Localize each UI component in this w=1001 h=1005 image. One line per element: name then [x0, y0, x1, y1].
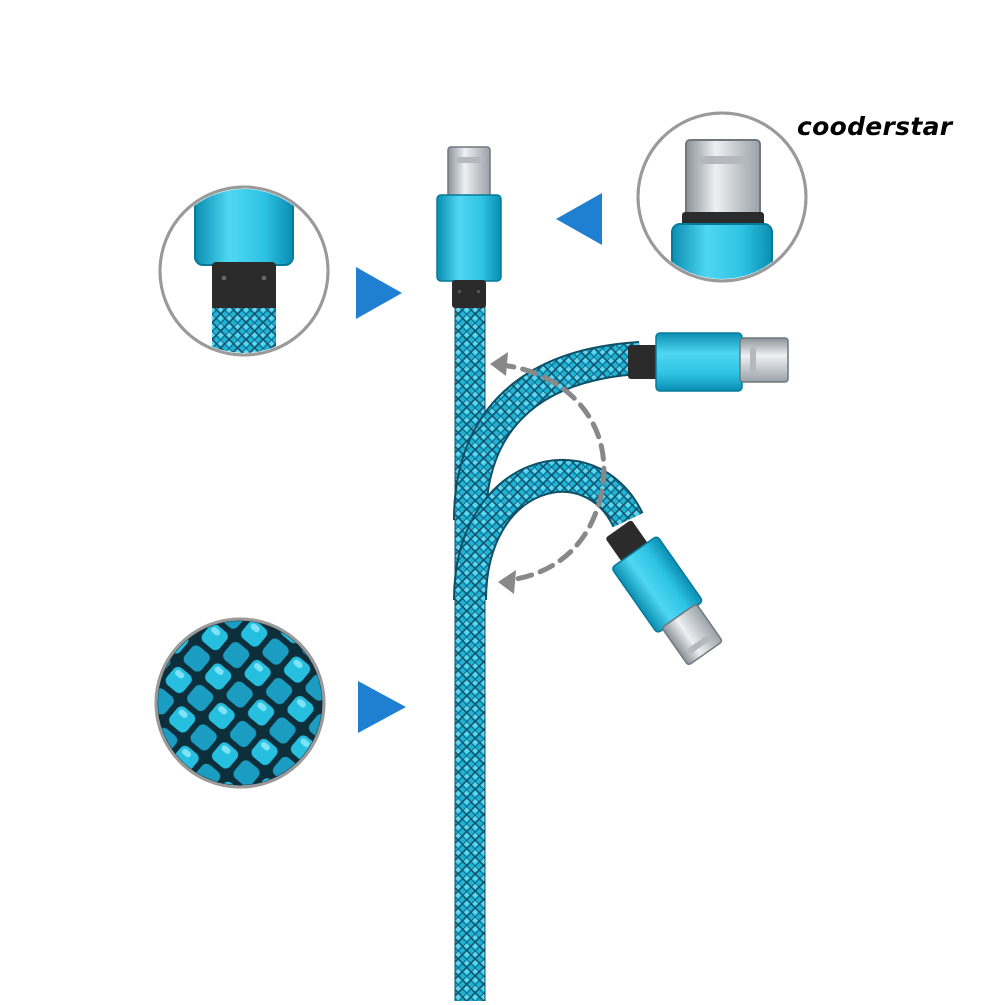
main-cable: [454, 306, 486, 1005]
bent-cable-lower: [453, 458, 723, 666]
braided-weave-closeup-icon: [154, 617, 326, 789]
connector-closeup-icon: [158, 185, 330, 357]
brand-watermark: cooderstar: [797, 112, 953, 141]
dashed-curved-arrow-icon: [490, 352, 607, 594]
triangle-pointer-icon: [358, 681, 406, 733]
top-usb-c-plug: [436, 146, 502, 308]
triangle-pointer-icon: [356, 267, 402, 319]
usb-c-plug-closeup-icon: [636, 111, 808, 283]
bent-cable-upper: [453, 332, 789, 521]
triangle-pointer-icon: [556, 193, 602, 245]
